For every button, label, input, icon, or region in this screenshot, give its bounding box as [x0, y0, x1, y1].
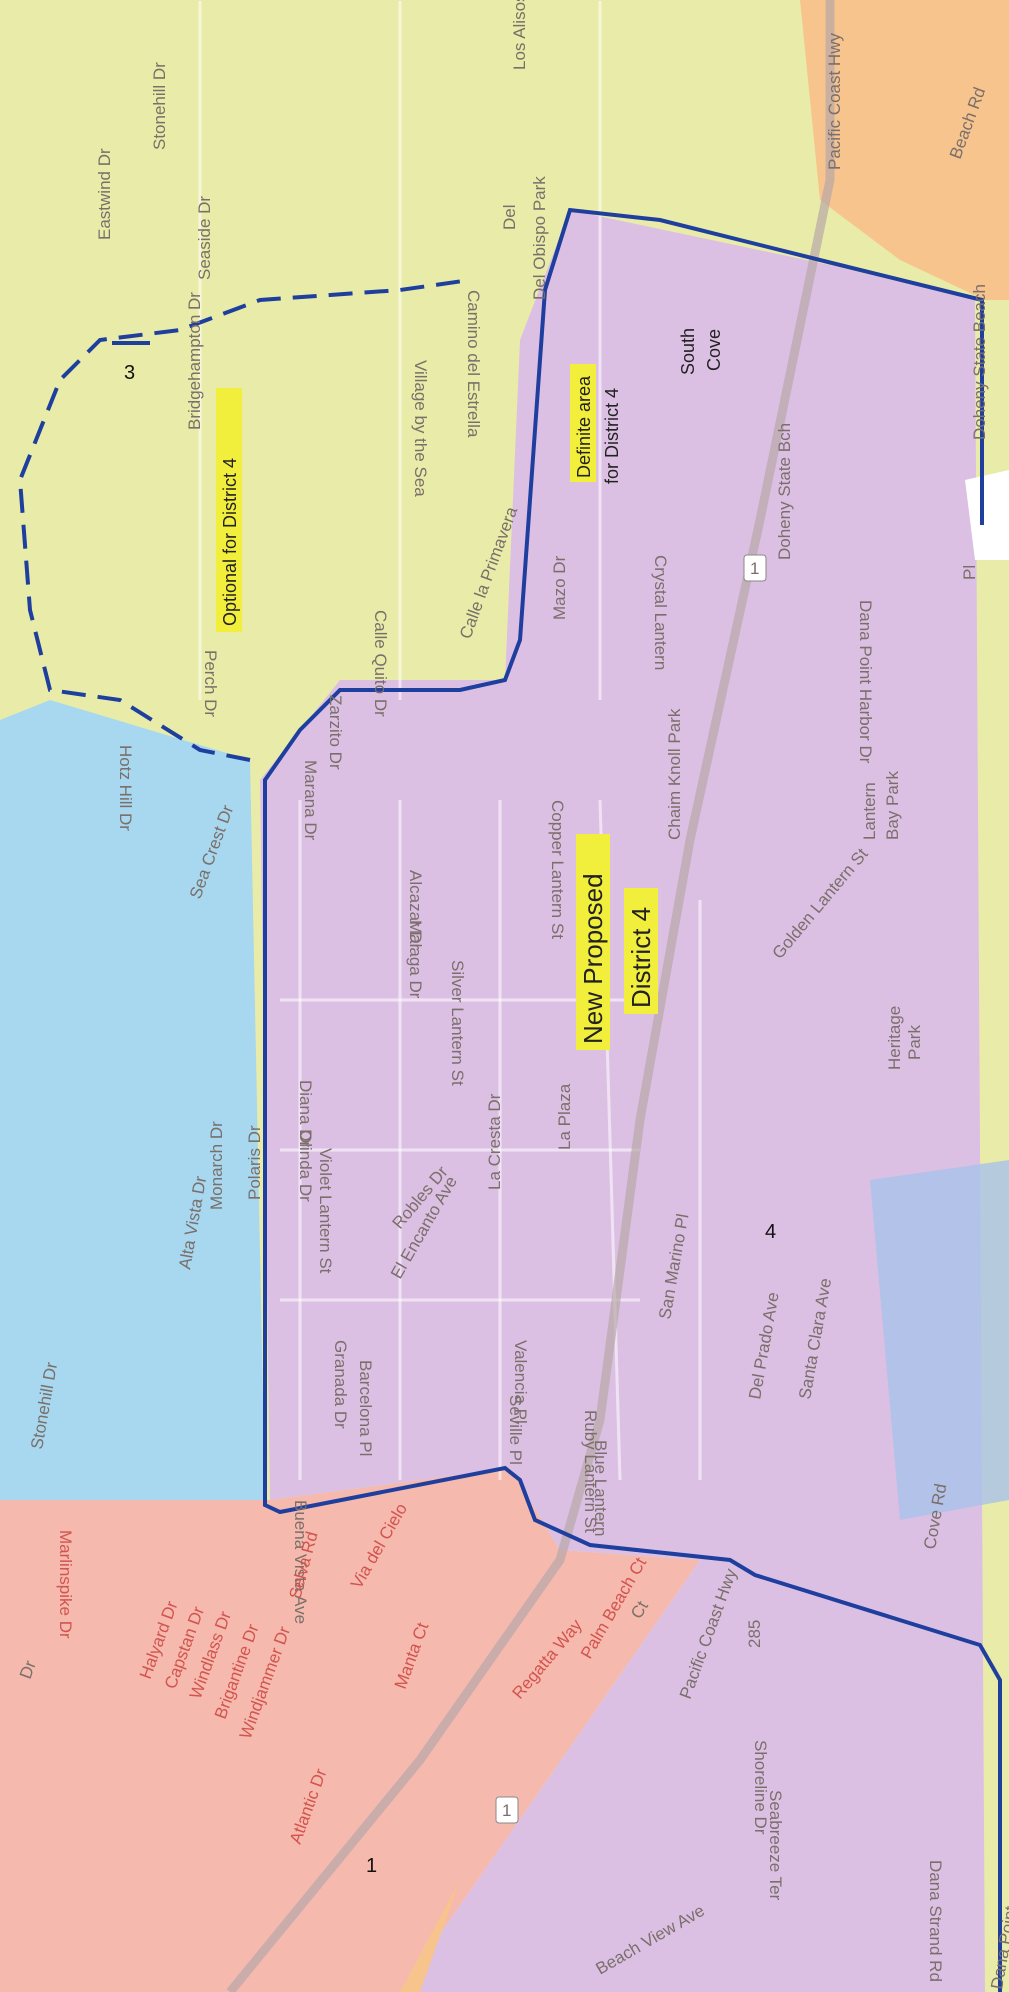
street-buena-vista: Buena Vista Ave [291, 1500, 310, 1624]
street-del-obispo-park: Del Obispo Park [530, 176, 549, 300]
street-ruby-lantern: Ruby Lantern St [581, 1410, 600, 1533]
other-district-lower-region [400, 1880, 460, 1992]
street-crystal-lantern: Crystal Lantern [651, 555, 670, 670]
street-lantern-bay-park-2: Bay Park [883, 771, 902, 840]
optional-label: Optional for District 4 [220, 458, 240, 626]
new-proposed-district-4-annotation: New Proposed District 4 [576, 834, 658, 1050]
street-monarch: Monarch Dr [207, 1121, 226, 1210]
definite-label-2: for District 4 [602, 388, 622, 484]
street-calle-quito: Calle Quito Dr [371, 610, 390, 717]
new-proposed-line-1: New Proposed [578, 873, 608, 1044]
street-heritage-park-1: Heritage [885, 1006, 904, 1070]
street-alcazar: Alcazar Dr [406, 870, 425, 950]
street-seabreeze: Seabreeze Ter [766, 1790, 785, 1901]
route-1-shield-a-label: 1 [750, 559, 759, 578]
street-bridgehampton: Bridgehampton Dr [185, 292, 204, 430]
street-shoreline: Shoreline Dr [751, 1740, 770, 1835]
street-seaside: Seaside Dr [195, 196, 214, 280]
street-violet-lantern: Violet Lantern St [316, 1148, 335, 1274]
new-proposed-line-2: District 4 [626, 907, 656, 1008]
street-fragment-pl: Pl [960, 565, 979, 580]
water-area-top [965, 470, 1009, 560]
new-proposed-highlight-1 [576, 834, 610, 1050]
street-copper-lantern: Copper Lantern St [548, 800, 567, 939]
street-eastwind: Eastwind Dr [95, 148, 114, 240]
street-polaris: Polaris Dr [245, 1125, 264, 1200]
street-valencia: Valencia Pl [511, 1340, 530, 1424]
south-cove-line-1: South [678, 328, 698, 375]
other-district-region [800, 0, 1009, 300]
district-number-1: 1 [366, 1855, 377, 1877]
district-4-region [260, 210, 985, 1992]
south-cove-line-2: Cove [704, 329, 724, 371]
street-camino-del-estrella: Camino del Estrella [464, 290, 483, 438]
water-area [870, 1160, 1009, 1520]
definite-district-4-annotation: Definite area for District 4 [570, 364, 622, 484]
street-perch: Perch Dr [201, 650, 220, 717]
optional-district-4-annotation: Optional for District 4 [216, 388, 242, 632]
street-dana-point-harbor: Dana Point Harbor Dr [856, 600, 875, 764]
street-heritage-park-2: Park [905, 1025, 924, 1060]
street-granada: Granada Dr [331, 1340, 350, 1429]
route-1-shield-b [495, 1796, 519, 1824]
street-lantern-bay-park-1: Lantern [860, 782, 879, 840]
street-dana-strand: Dana Strand Rd [926, 1860, 945, 1982]
optional-area-boundary [17, 278, 471, 762]
street-seville: Seville Pl [506, 1395, 525, 1465]
street-grid [198, 1, 702, 1481]
street-fragment-dr: Dr [16, 1658, 40, 1682]
street-diana: Diana Dr [296, 1080, 315, 1147]
optional-highlight [216, 388, 242, 632]
street-silver-lantern: Silver Lantern St [448, 960, 467, 1086]
street-chaim-knoll-park: Chaim Knoll Park [665, 708, 684, 840]
street-hotz-hill: Hotz Hill Dr [116, 745, 135, 831]
street-village-by-the-sea: Village by the Sea [411, 360, 430, 497]
district-4-boundary [263, 207, 1002, 1992]
street-zarzito: Zarzito Dr [326, 695, 345, 770]
definite-highlight-1 [570, 364, 596, 482]
street-stonehill-top: Stonehill Dr [150, 62, 169, 150]
street-doheny-state-bch: Doheny State Bch [775, 423, 794, 560]
street-fragment-del: Del [500, 204, 519, 230]
street-mazo: Mazo Dr [550, 555, 569, 620]
street-la-plaza: La Plaza [555, 1083, 574, 1150]
street-malaga: Malaga Dr [406, 920, 425, 999]
definite-label-1: Definite area [574, 375, 594, 478]
district-number-4: 4 [765, 1221, 776, 1243]
route-1-shield-b-label: 1 [502, 1801, 511, 1820]
route-1-shield-a [743, 554, 767, 582]
pacific-coast-highway [226, 0, 835, 1992]
street-pacific-coast-top: Pacific Coast Hwy [825, 33, 844, 170]
street-blue-lantern: Blue Lantern [591, 1440, 610, 1536]
street-los-alisos: Los Alisos [510, 0, 529, 70]
street-doheny-beach: Doheny State Beach [970, 284, 989, 440]
street-marana: Marana Dr [301, 760, 320, 841]
street-route-285: 285 [745, 1620, 764, 1648]
district-1-region [0, 1468, 700, 1992]
street-barcelona: Barcelona Pl [356, 1360, 375, 1456]
district-2-region [0, 700, 265, 1500]
street-olinda: Olinda Dr [296, 1130, 315, 1202]
district-number-3: 3 [124, 362, 135, 384]
street-la-cresta: La Cresta Dr [485, 1093, 504, 1190]
street-marlinspike: Marlinspike Dr [56, 1530, 75, 1639]
south-cove-label: South Cove [678, 328, 724, 375]
new-proposed-highlight-2 [624, 888, 658, 1014]
